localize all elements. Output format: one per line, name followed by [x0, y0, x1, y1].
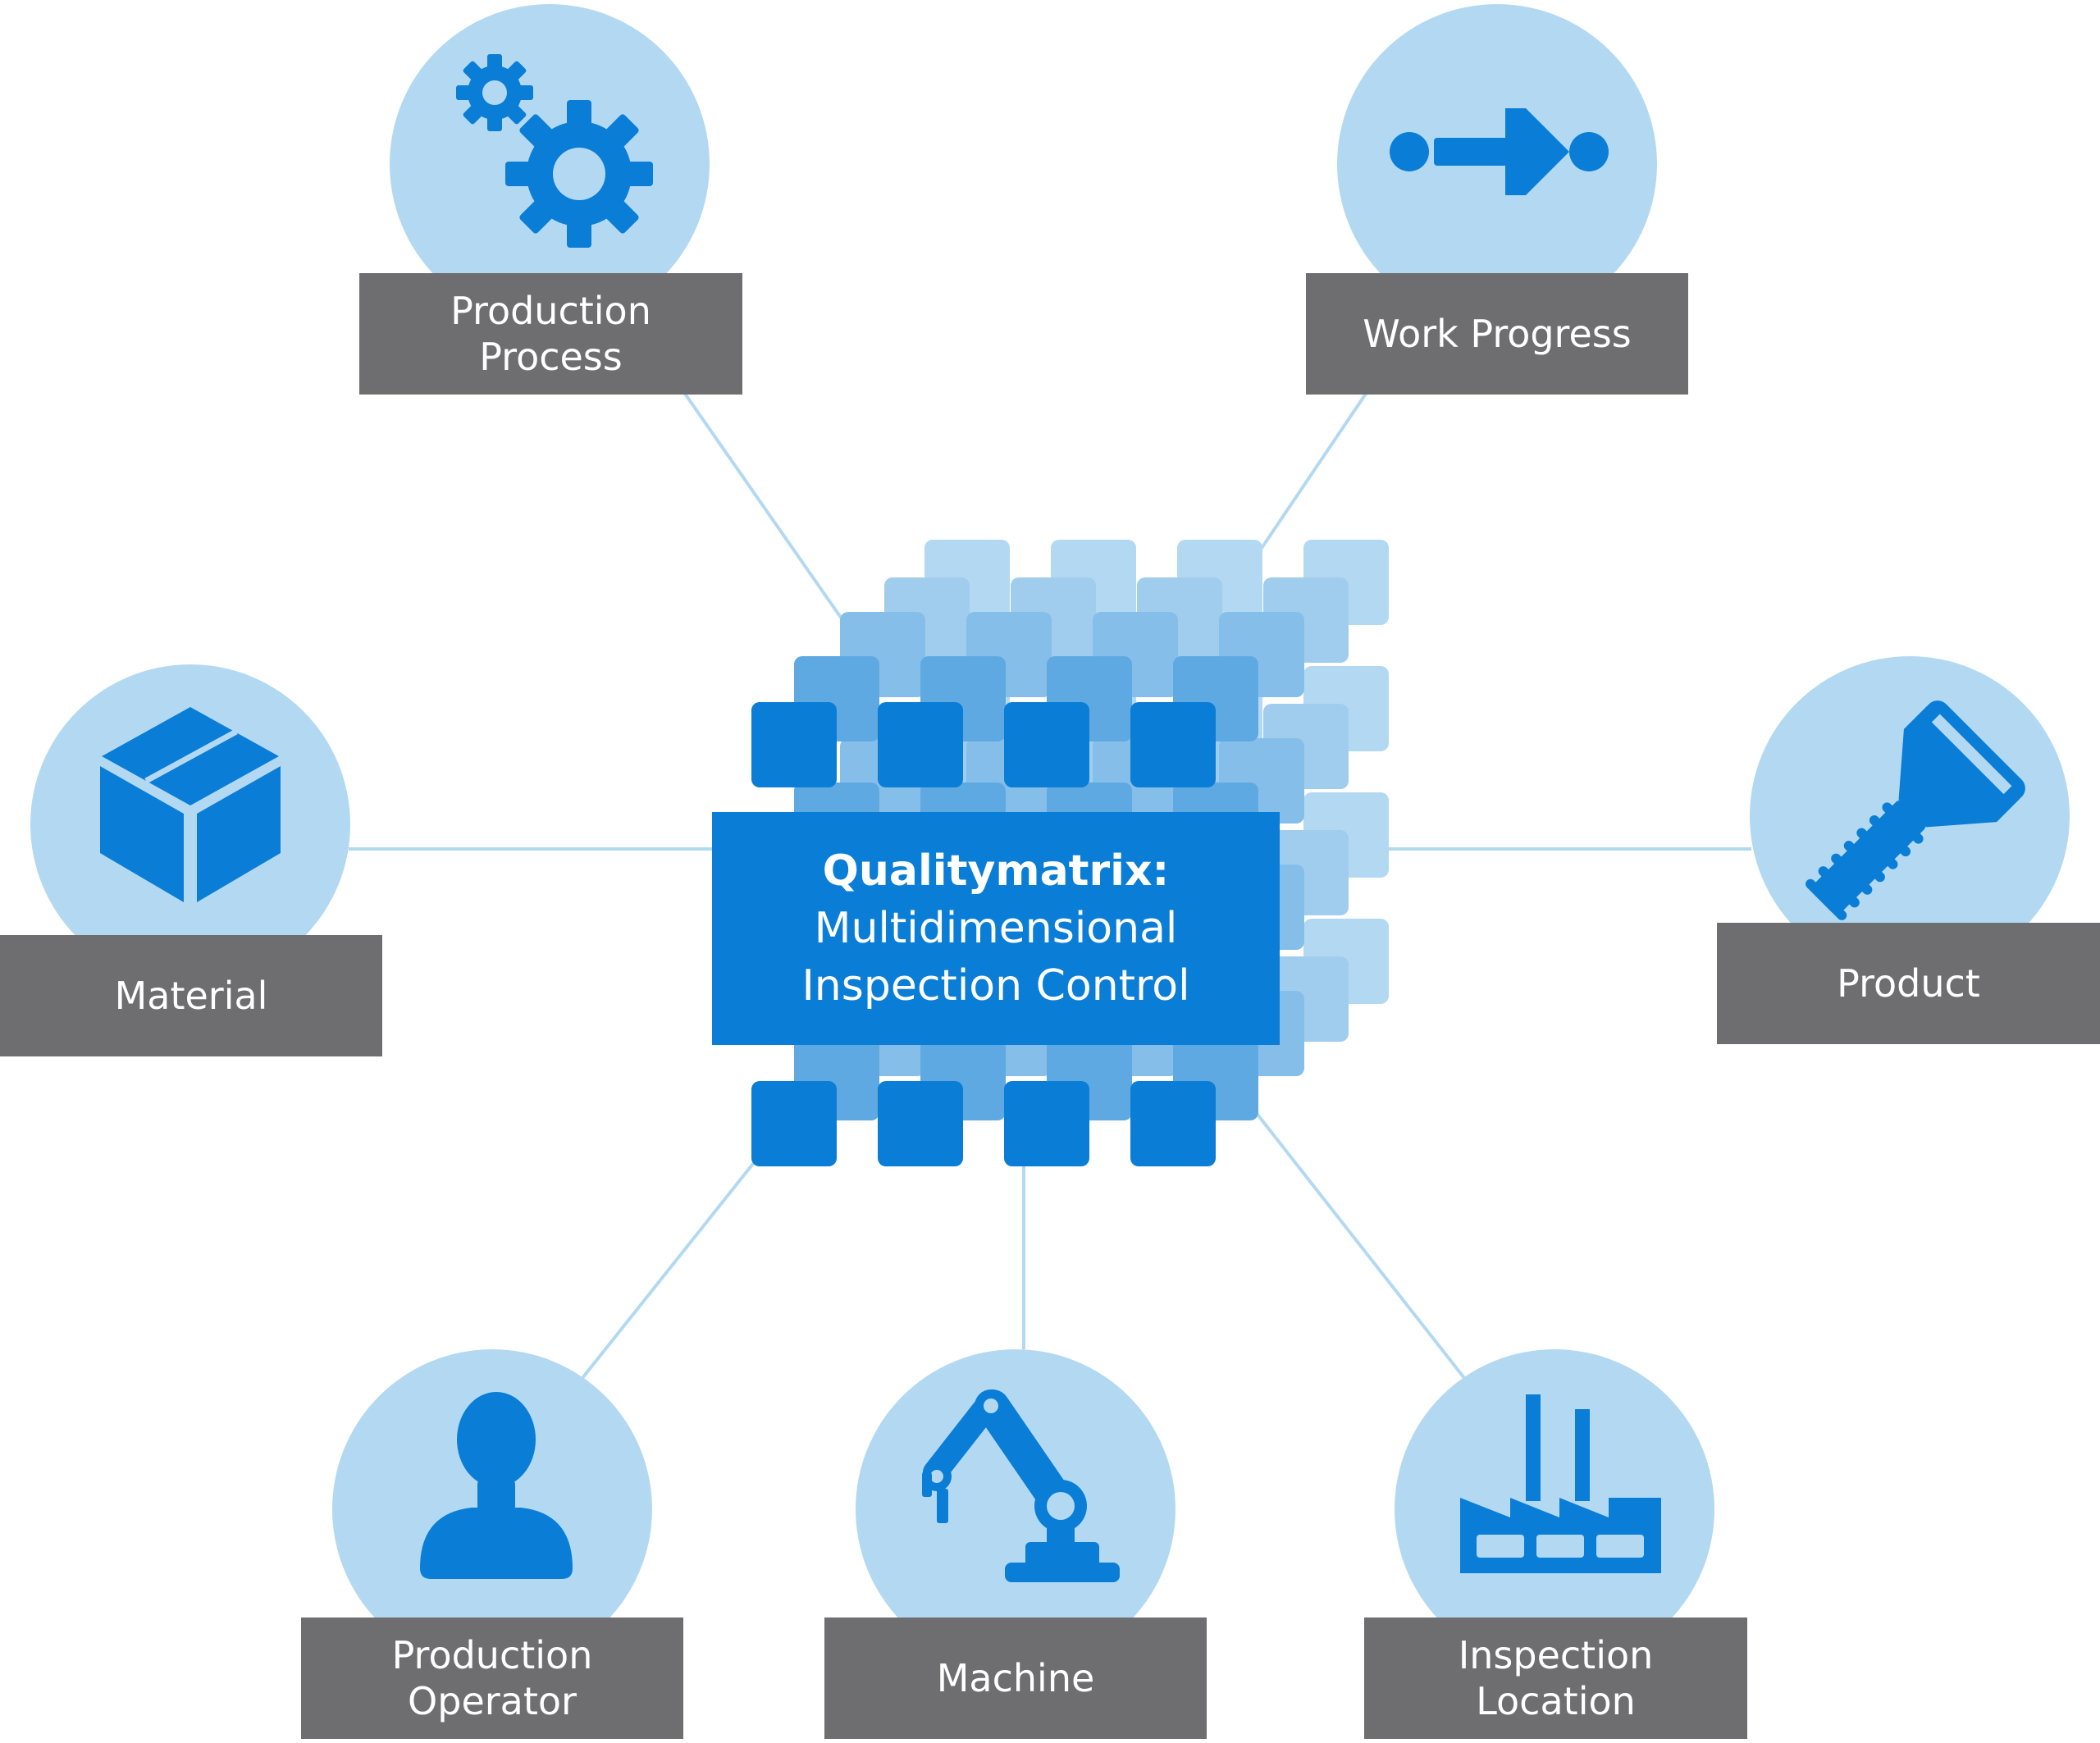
matrix-tile-front: [1130, 702, 1216, 787]
inspection-location-circle: [1395, 1349, 1714, 1669]
factory-icon: [1460, 1394, 1661, 1573]
matrix-tile-front: [1004, 1081, 1089, 1166]
node-production-operator: [332, 1349, 652, 1669]
robot-arm-icon: [922, 1389, 1120, 1582]
matrix-tile-front: [751, 702, 837, 787]
core-title: Qualitymatrix:: [822, 846, 1170, 896]
progress-arrow-icon: [1390, 108, 1609, 195]
label-inspection-location: Inspection Location: [1364, 1618, 1747, 1739]
matrix-tile-front: [1130, 1081, 1216, 1166]
person-icon: [420, 1392, 573, 1579]
node-machine: [856, 1349, 1176, 1669]
core-subtitle-line2: Inspection Control: [801, 961, 1190, 1011]
connector-work-progress: [1253, 392, 1367, 559]
core-qualitymatrix-box: Qualitymatrix: Multidimensional Inspecti…: [712, 812, 1280, 1045]
material-circle: [30, 664, 350, 984]
label-machine: Machine: [824, 1618, 1207, 1739]
label-production-process: Production Process: [359, 273, 742, 395]
node-work-progress: [1337, 4, 1657, 324]
matrix-tile-front: [1004, 702, 1089, 787]
label-material: Material: [0, 935, 382, 1056]
gears-icon: [456, 54, 653, 248]
machine-circle: [856, 1349, 1176, 1669]
node-product: [1750, 656, 2070, 976]
label-work-progress: Work Progress: [1306, 273, 1688, 395]
label-product: Product: [1717, 923, 2100, 1044]
matrix-tile-front: [878, 1081, 963, 1166]
connector-inspection-location: [1253, 1110, 1466, 1380]
matrix-tile-front: [751, 1081, 837, 1166]
matrix-tile-front: [878, 702, 963, 787]
screw-icon: [1806, 700, 2025, 920]
label-production-operator: Production Operator: [301, 1618, 683, 1739]
connector-production-operator: [581, 1155, 760, 1380]
node-production-process: [390, 4, 710, 324]
node-material: [30, 664, 350, 984]
box-icon: [100, 707, 281, 902]
core-subtitle-line1: Multidimensional: [814, 904, 1178, 953]
connector-production-process: [683, 392, 847, 625]
node-inspection-location: [1395, 1349, 1714, 1669]
